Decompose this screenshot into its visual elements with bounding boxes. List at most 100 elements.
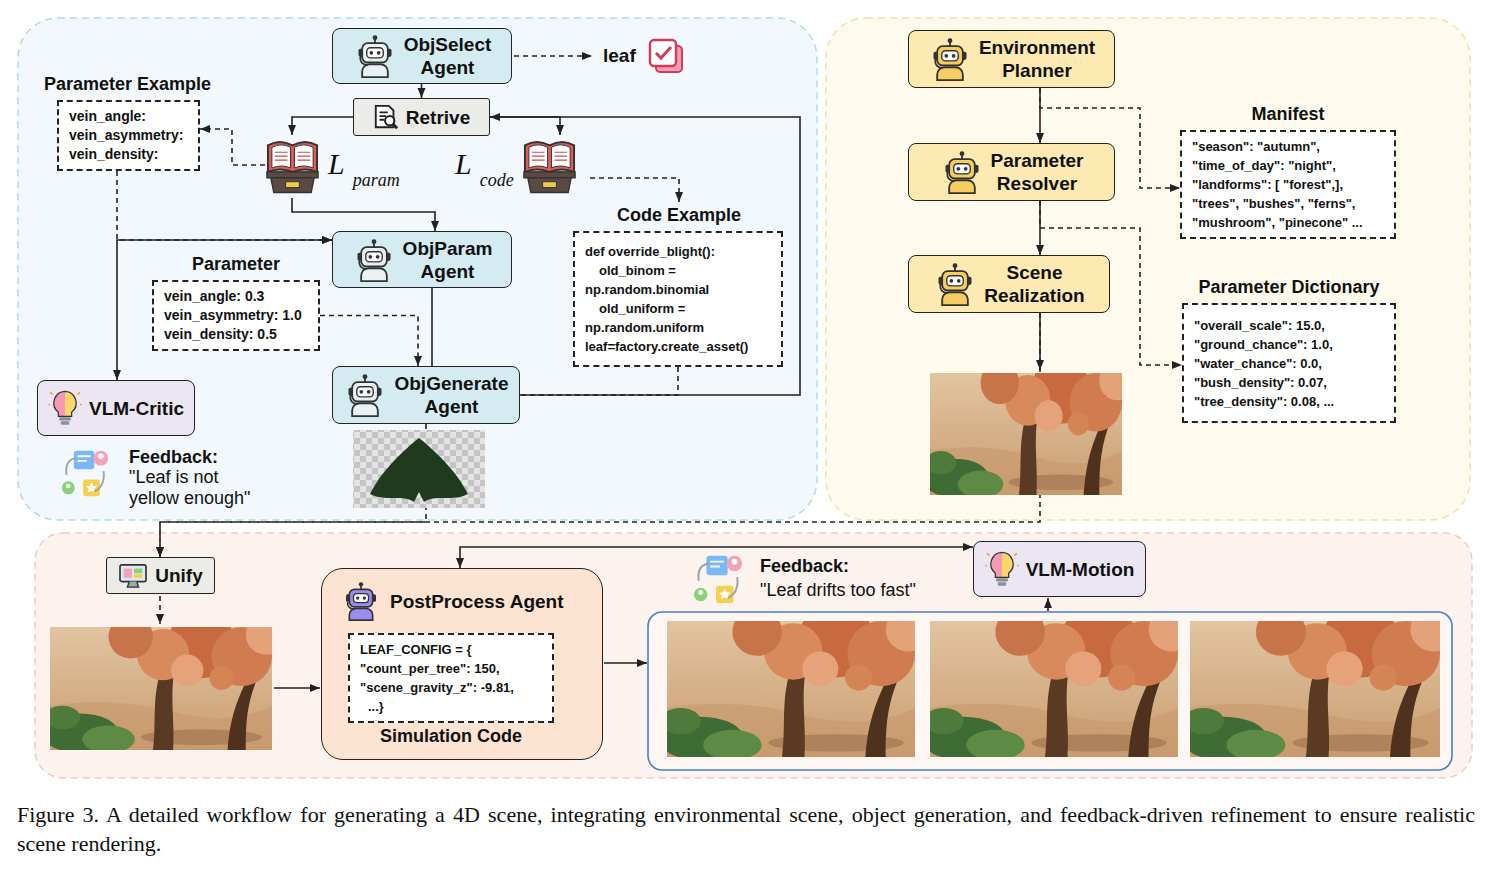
frame-render [1181,604,1456,761]
feedback-heading: Feedback: [129,447,218,468]
box-title: ObjSelect Agent [404,33,492,79]
environment-panel [826,18,1470,520]
parameter-dictionary-box: "overall_scale": 15.0,"ground_chance": 1… [1182,303,1396,423]
connector [200,129,265,165]
list-line: vein_angle: [69,107,188,126]
list-line: np.random.uniform [585,318,771,337]
box-title: Environment Planner [979,36,1095,82]
agent-box: Parameter Resolver [908,143,1115,201]
frame-render [921,604,1194,761]
list-line: "landforms": [ "forest",], [1192,175,1384,194]
robot-icon [343,373,387,417]
agent-box: Environment Planner [908,30,1115,88]
list-line: "count_per_tree": 150, [360,659,542,678]
list-line: "scene_gravity_z": -9.81, [360,678,542,697]
robot-icon [340,581,382,621]
list-line: ...} [360,697,542,716]
object-panel [18,18,817,520]
box-heading: Code Example [617,204,741,226]
connector [431,288,433,366]
list-line: LEAF_CONFIG = { [360,640,542,659]
robot-icon [353,34,397,78]
library-subscript: param [353,170,400,190]
library-symbol: L [328,147,345,180]
flow-arrow [1039,314,1041,370]
figure-caption: Figure 3. A detailed workflow for genera… [17,800,1475,858]
postprocess-box: PostProcess AgentLEAF_CONFIG = {"count_p… [321,568,603,760]
connector [590,178,679,202]
list-line: "time_of_day": "night", [1192,156,1384,175]
simulation-code-box: LEAF_CONFIG = {"count_per_tree": 150,"sc… [348,633,554,723]
agent-box: Scene Realization [908,255,1110,313]
leaf-render-background [353,430,485,508]
retrieve-box: Retrive [353,98,490,136]
connector [490,117,560,135]
leader-arrow [514,55,592,57]
book-icon [265,135,320,195]
scene-render [923,357,1134,498]
box-title: Parameter Resolver [991,149,1084,195]
library-symbol: L [455,147,472,180]
box-heading: Simulation Code [380,725,522,747]
box-title: Scene Realization [984,261,1084,307]
check-icon [650,40,682,72]
feedback-icon [62,451,108,497]
critic-box: VLM-Critic [37,380,195,436]
robot-icon [933,262,977,306]
list-line: "trees", "bushes", "ferns", [1192,194,1384,213]
bulb-icon [48,388,82,428]
box-title: Retrive [406,106,470,129]
robot-icon [940,150,984,194]
flow-arrow [159,596,161,624]
list-line: "water_chance": 0.0, [1194,354,1384,373]
flow-arrow [604,662,647,664]
agent-box: ObjSelect Agent [332,28,512,84]
parameter-box: vein_angle: 0.3vein_asymmetry: 1.0vein_d… [152,280,320,351]
list-line: leaf=factory.create_asset() [585,337,771,356]
list-line: vein_asymmetry: 1.0 [164,306,308,325]
list-line: "overall_scale": 15.0, [1194,316,1384,335]
simulation-panel [35,533,1472,778]
list-line: "tree_density": 0.08, ... [1194,392,1384,411]
box-title: VLM-Motion [1026,558,1135,581]
connector [421,84,423,98]
agent-box: ObjParam Agent [332,231,512,288]
flow-arrow [274,687,320,689]
list-line: "ground_chance": 1.0, [1194,335,1384,354]
bulb-icon [985,549,1019,589]
feedback-heading: Feedback: [760,556,849,577]
flow-arrow [1047,598,1049,611]
connector [1039,88,1041,143]
list-line: "bush_density": 0.07, [1194,373,1384,392]
box-title: PostProcess Agent [390,590,564,613]
list-line: old_uniform = [585,299,771,318]
connector [117,240,332,380]
leaf-render [370,438,468,502]
feedback-text: "Leaf drifts too fast" [760,580,916,601]
list-line: "mushroom", "pinecone" ... [1192,213,1384,232]
list-line: vein_density: [69,145,188,164]
robot-icon [352,238,396,282]
box-heading: Manifest [1251,103,1324,125]
connector [490,117,800,395]
list-line: vein_asymmetry: [69,126,188,145]
code-library: Lcode [455,135,590,198]
retr-icon [373,104,399,130]
code-example-box: def override_blight():old_binom =np.rand… [573,231,783,367]
box-heading: Parameter Example [44,73,211,95]
feedback-text: "Leaf is not yellow enough" [129,467,264,509]
box-title: Unify [155,564,203,587]
connector [520,367,678,395]
unified-scene-render [42,611,286,753]
agent-box: ObjGenerate Agent [332,366,520,424]
parameter-example-box: vein_angle:vein_asymmetry:vein_density:P… [57,100,200,171]
book-icon [522,135,577,195]
manifest-box: "season": "autumn","time_of_day": "night… [1180,130,1396,239]
library-subscript: code [480,170,514,190]
selected-object-label: leaf [603,45,636,66]
box-heading: Parameter [192,253,280,275]
list-line: vein_density: 0.5 [164,325,308,344]
feedback-icon [694,556,742,603]
connector [292,198,435,231]
box-heading: Parameter Dictionary [1198,276,1379,298]
